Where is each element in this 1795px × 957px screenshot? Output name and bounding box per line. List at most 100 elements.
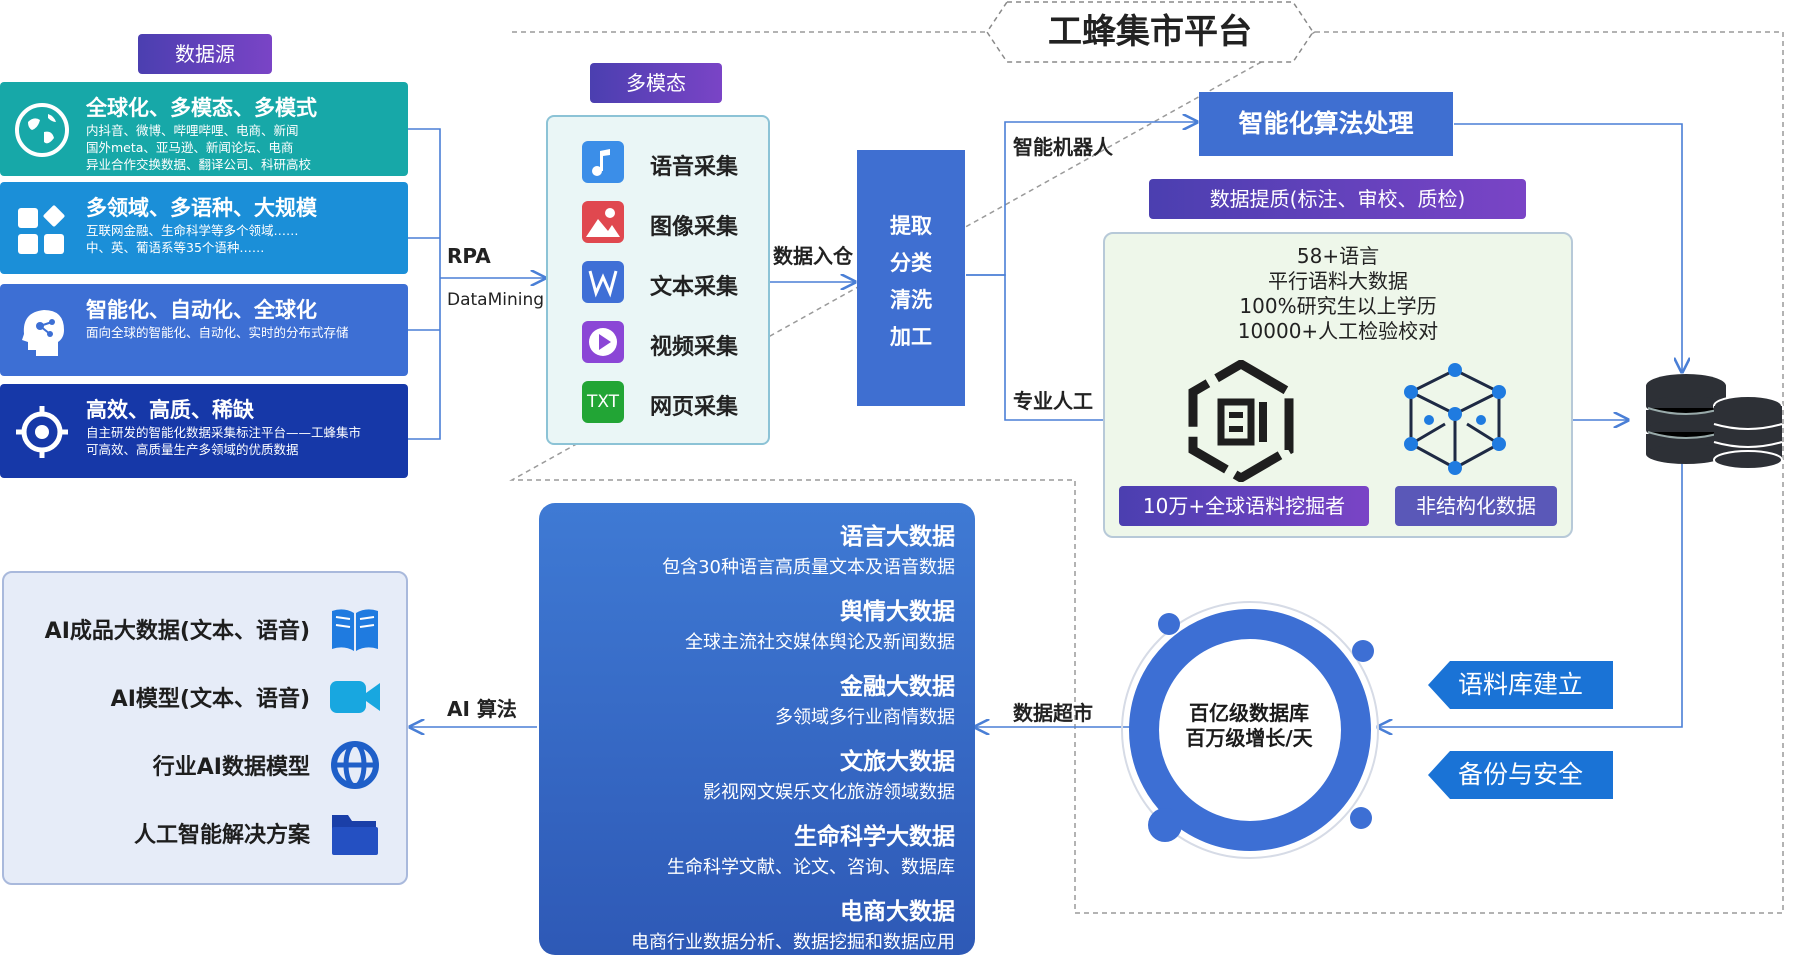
output-item: AI模型(文本、语音)	[2, 671, 382, 723]
big-data-desc: 生命科学文献、论文、咨询、数据库	[667, 857, 955, 878]
database-icon	[1646, 374, 1783, 470]
platform-title: 工蜂集市平台	[985, 0, 1315, 64]
process-step: 提取	[890, 214, 932, 238]
big-data-desc: 包含30种语言高质量文本及语音数据	[662, 557, 955, 578]
unstructured-label: 非结构化数据	[1395, 486, 1557, 526]
source-card-desc: 内抖音、微博、哔哩哔哩、电商、新闻 国外meta、亚马逊、新闻论坛、电商 异业合…	[86, 122, 311, 173]
edge-label-data-in: 数据入仓	[773, 244, 853, 268]
collect-item-voice: 语音采集	[582, 141, 762, 185]
stat-line: 100%研究生以上学历	[1239, 294, 1437, 318]
multimodal-panel: 语音采集 图像采集 文本采集 视频采集 TXT 网页采集	[546, 115, 770, 445]
source-card-title: 全球化、多模态、多模式	[86, 96, 317, 120]
apps-grid-icon	[18, 205, 65, 254]
big-data-title: 舆情大数据	[840, 599, 955, 625]
source-card-desc: 自主研发的智能化数据采集标注平台——工蜂集市 可高效、高质量生产多领域的优质数据	[86, 424, 361, 458]
big-data-title: 金融大数据	[840, 674, 955, 700]
source-card-title: 高效、高质、稀缺	[86, 398, 254, 422]
desc-line: 异业合作交换数据、翻译公司、科研高校	[86, 157, 312, 172]
collect-item-video: 视频采集	[582, 321, 762, 365]
output-label: 人工智能解决方案	[133, 823, 310, 848]
desc-line: 面向全球的智能化、自动化、实时的分布式存储	[86, 325, 349, 340]
collect-label: 图像采集	[650, 215, 739, 240]
source-card-title: 多领域、多语种、大规模	[86, 196, 317, 220]
tag-backup: 备份与安全	[1428, 751, 1613, 799]
database-ring: 百亿级数据库 百万级增长/天	[1117, 597, 1379, 859]
big-data-title: 生命科学大数据	[794, 824, 955, 850]
miners-label: 10万+全球语料挖掘者	[1119, 486, 1369, 526]
collect-label: 网页采集	[650, 395, 739, 420]
book-icon	[332, 609, 378, 651]
ring-line: 百万级增长/天	[1185, 726, 1313, 750]
data-source-header: 数据源	[138, 34, 272, 74]
desc-line: 国外meta、亚马逊、新闻论坛、电商	[86, 140, 294, 155]
output-item: 人工智能解决方案	[2, 807, 382, 859]
big-data-item: 金融大数据 多领域多行业商情数据	[775, 667, 955, 729]
globe-icon	[15, 103, 69, 157]
platform-frame	[509, 31, 1784, 914]
desc-line: 可高效、高质量生产多领域的优质数据	[86, 442, 299, 457]
source-card-title: 智能化、自动化、全球化	[86, 298, 317, 322]
output-label: AI成品大数据(文本、语音)	[44, 619, 310, 644]
stat-line: 58+语言	[1296, 244, 1380, 268]
globe-network-icon	[331, 741, 379, 789]
edge-label-robot: 智能机器人	[1013, 135, 1113, 159]
tag-corpus: 语料库建立	[1428, 661, 1613, 709]
desc-line: 自主研发的智能化数据采集标注平台——工蜂集市	[86, 425, 362, 440]
source-card-efficient: 高效、高质、稀缺 自主研发的智能化数据采集标注平台——工蜂集市 可高效、高质量生…	[0, 384, 408, 478]
source-card-domains: 多领域、多语种、大规模 互联网金融、生命科学等多个领域…… 中、英、葡语系等35…	[0, 182, 408, 274]
process-step: 清洗	[890, 288, 932, 312]
process-step: 加工	[890, 325, 932, 349]
big-data-desc: 全球主流社交媒体舆论及新闻数据	[685, 632, 955, 653]
folder-icon	[332, 815, 378, 855]
ai-chip-icon	[1188, 360, 1294, 482]
source-card-intelligent: 智能化、自动化、全球化 面向全球的智能化、自动化、实时的分布式存储	[0, 284, 408, 376]
word-doc-icon	[582, 261, 624, 303]
big-data-item: 生命科学大数据 生命科学文献、论文、咨询、数据库	[667, 817, 955, 879]
cube-network-icon	[1404, 363, 1506, 475]
source-card-global: 全球化、多模态、多模式 内抖音、微博、哔哩哔哩、电商、新闻 国外meta、亚马逊…	[0, 82, 408, 176]
edge-label-manual: 专业人工	[1013, 389, 1093, 413]
big-data-title: 语言大数据	[840, 524, 955, 550]
process-step: 分类	[890, 251, 932, 275]
outputs-panel: AI成品大数据(文本、语音) AI模型(文本、语音) 行业AI数据模型 人工智能…	[2, 571, 408, 885]
collect-item-text: 文本采集	[582, 261, 762, 305]
edge-label-ai-algo: AI 算法	[447, 697, 517, 721]
video-play-icon	[582, 321, 624, 363]
big-data-desc: 影视网文娱乐文化旅游领域数据	[703, 782, 955, 803]
music-note-icon	[582, 141, 624, 183]
big-data-panel: 语言大数据 包含30种语言高质量文本及语音数据 舆情大数据 全球主流社交媒体舆论…	[539, 503, 975, 955]
target-icon	[16, 406, 68, 458]
collect-label: 文本采集	[650, 275, 739, 300]
process-box: 提取 分类 清洗 加工	[857, 150, 965, 406]
source-card-desc: 面向全球的智能化、自动化、实时的分布式存储	[86, 324, 349, 341]
big-data-item: 电商大数据 电商行业数据分析、数据挖掘和数据应用	[631, 892, 955, 954]
edge-label-datamining: DataMining	[447, 290, 545, 310]
big-data-title: 文旅大数据	[840, 749, 955, 775]
database-ring-text: 百亿级数据库 百万级增长/天	[1117, 701, 1381, 751]
quality-header: 数据提质(标注、审校、质检)	[1149, 179, 1526, 219]
video-camera-icon	[330, 681, 380, 713]
big-data-desc: 多领域多行业商情数据	[775, 707, 955, 728]
big-data-title: 电商大数据	[840, 899, 955, 925]
collect-label: 语音采集	[650, 155, 739, 180]
source-card-desc: 互联网金融、生命科学等多个领域…… 中、英、葡语系等35个语种……	[86, 222, 299, 256]
quality-panel: 58+语言 平行语料大数据 100%研究生以上学历 10000+人工检验校对 1…	[1103, 232, 1573, 538]
output-item: 行业AI数据模型	[2, 739, 382, 791]
image-icon	[582, 201, 624, 243]
edge-label-data-market: 数据超市	[1013, 701, 1093, 725]
edge-label-rpa: RPA	[447, 244, 491, 268]
output-item: AI成品大数据(文本、语音)	[2, 603, 382, 655]
ring-line: 百亿级数据库	[1189, 701, 1309, 725]
output-label: 行业AI数据模型	[152, 755, 310, 780]
multimodal-header: 多模态	[590, 63, 722, 103]
quality-stats: 58+语言 平行语料大数据 100%研究生以上学历 10000+人工检验校对	[1105, 244, 1571, 344]
ai-head-icon	[22, 310, 64, 356]
collect-item-web: TXT 网页采集	[582, 381, 762, 425]
big-data-item: 文旅大数据 影视网文娱乐文化旅游领域数据	[703, 742, 955, 804]
big-data-item: 舆情大数据 全球主流社交媒体舆论及新闻数据	[685, 592, 955, 654]
stat-line: 平行语料大数据	[1268, 269, 1408, 293]
algo-box: 智能化算法处理	[1199, 92, 1453, 156]
desc-line: 互联网金融、生命科学等多个领域……	[86, 223, 299, 238]
stat-line: 10000+人工检验校对	[1237, 319, 1439, 343]
desc-line: 中、英、葡语系等35个语种……	[86, 240, 265, 255]
